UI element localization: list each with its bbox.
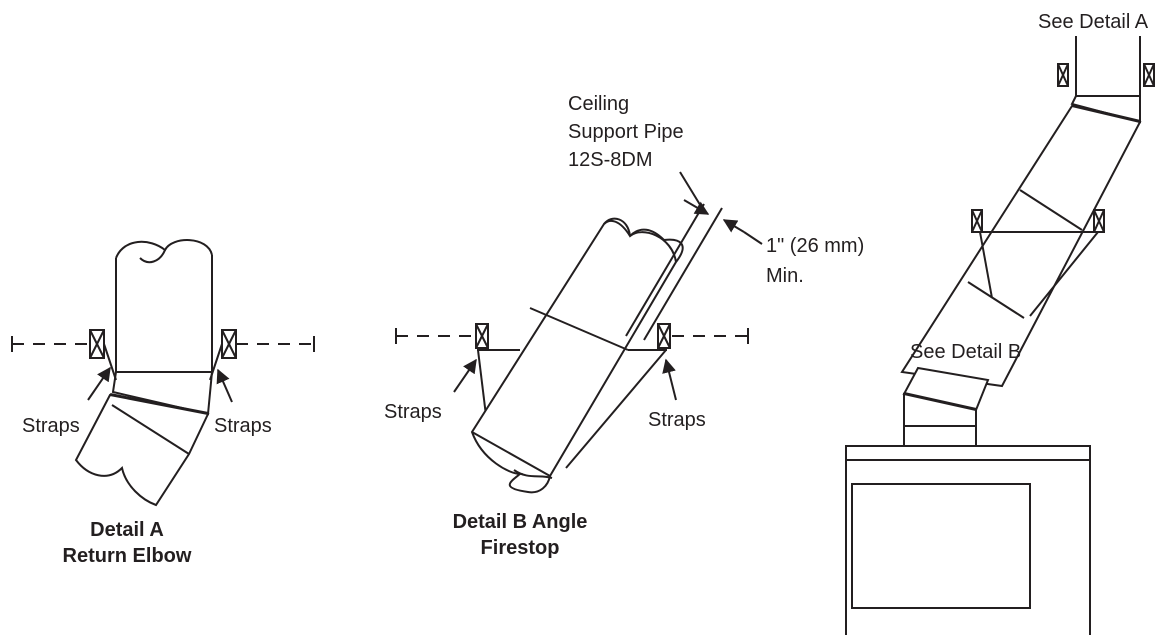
angled-pipe	[470, 219, 684, 494]
clearance-label-line1: 1" (26 mm)	[766, 235, 864, 257]
clearance-label-line2: Min.	[766, 265, 804, 287]
pipe-break	[115, 239, 213, 259]
support-pipe-label-line2: Support Pipe	[568, 121, 684, 143]
appliance-window	[851, 483, 1031, 609]
strap-cross	[1057, 63, 1069, 87]
pipe-joint	[529, 307, 629, 351]
straps-label-left: Straps	[384, 401, 442, 423]
pipe-break	[603, 217, 631, 237]
pipe-joint	[471, 431, 551, 477]
detail-b-caption-line2: Firestop	[481, 537, 560, 559]
see-detail-b-label: See Detail B	[910, 341, 1021, 363]
straps-label-left: Straps	[22, 415, 80, 437]
angled-pipe	[74, 393, 210, 507]
clearance-leader	[743, 231, 763, 245]
clearance-arrow-left	[683, 199, 710, 215]
strap-cross	[475, 323, 489, 349]
firestop-side	[979, 231, 993, 299]
clearance-arrow-right	[722, 219, 745, 233]
detail-a-figure: Straps Straps Detail A Return Elbow	[11, 239, 315, 567]
pipe-joint	[1019, 189, 1083, 231]
straps-arrow-left	[87, 366, 111, 401]
support-pipe-label-line3: 12S-8DM	[568, 149, 652, 171]
detail-b-figure: Straps Straps Ceiling Support Pipe 12S-8…	[384, 93, 864, 559]
strap-band	[209, 343, 223, 381]
support-pipe-leader	[679, 171, 703, 209]
support-pipe-edge	[643, 207, 723, 341]
strap-cross	[89, 329, 105, 359]
angled-pipe	[900, 104, 1142, 388]
strap-cross	[1093, 209, 1105, 233]
pipe-joint	[111, 404, 190, 455]
straps-label-right: Straps	[214, 415, 272, 437]
overview-figure: See Detail A See Detail B	[845, 11, 1155, 635]
detail-a-caption-line2: Return Elbow	[63, 545, 192, 567]
detail-b-caption-line1: Detail B Angle	[453, 511, 588, 533]
straps-arrow-left	[453, 358, 477, 393]
strap-cross	[657, 323, 671, 349]
pipe-break	[513, 469, 553, 479]
strap-cross	[221, 329, 237, 359]
strap-band	[103, 343, 117, 381]
detail-a-caption-line1: Detail A	[90, 519, 164, 541]
strap-cross	[971, 209, 983, 233]
vertical-pipe	[115, 255, 213, 373]
see-detail-a-label: See Detail A	[1038, 11, 1149, 33]
pipe-break	[139, 249, 166, 264]
appliance-collar	[903, 425, 977, 447]
support-pipe-label-line1: Ceiling	[568, 93, 629, 115]
straps-arrow-right	[216, 368, 233, 403]
pipe-joint	[967, 281, 1025, 319]
straps-arrow-right	[662, 358, 677, 401]
straps-label-right: Straps	[648, 409, 706, 431]
support-pipe-edge	[625, 203, 705, 337]
strap-cross	[1143, 63, 1155, 87]
firestop-side	[1029, 231, 1099, 317]
firestop-side	[565, 349, 667, 469]
